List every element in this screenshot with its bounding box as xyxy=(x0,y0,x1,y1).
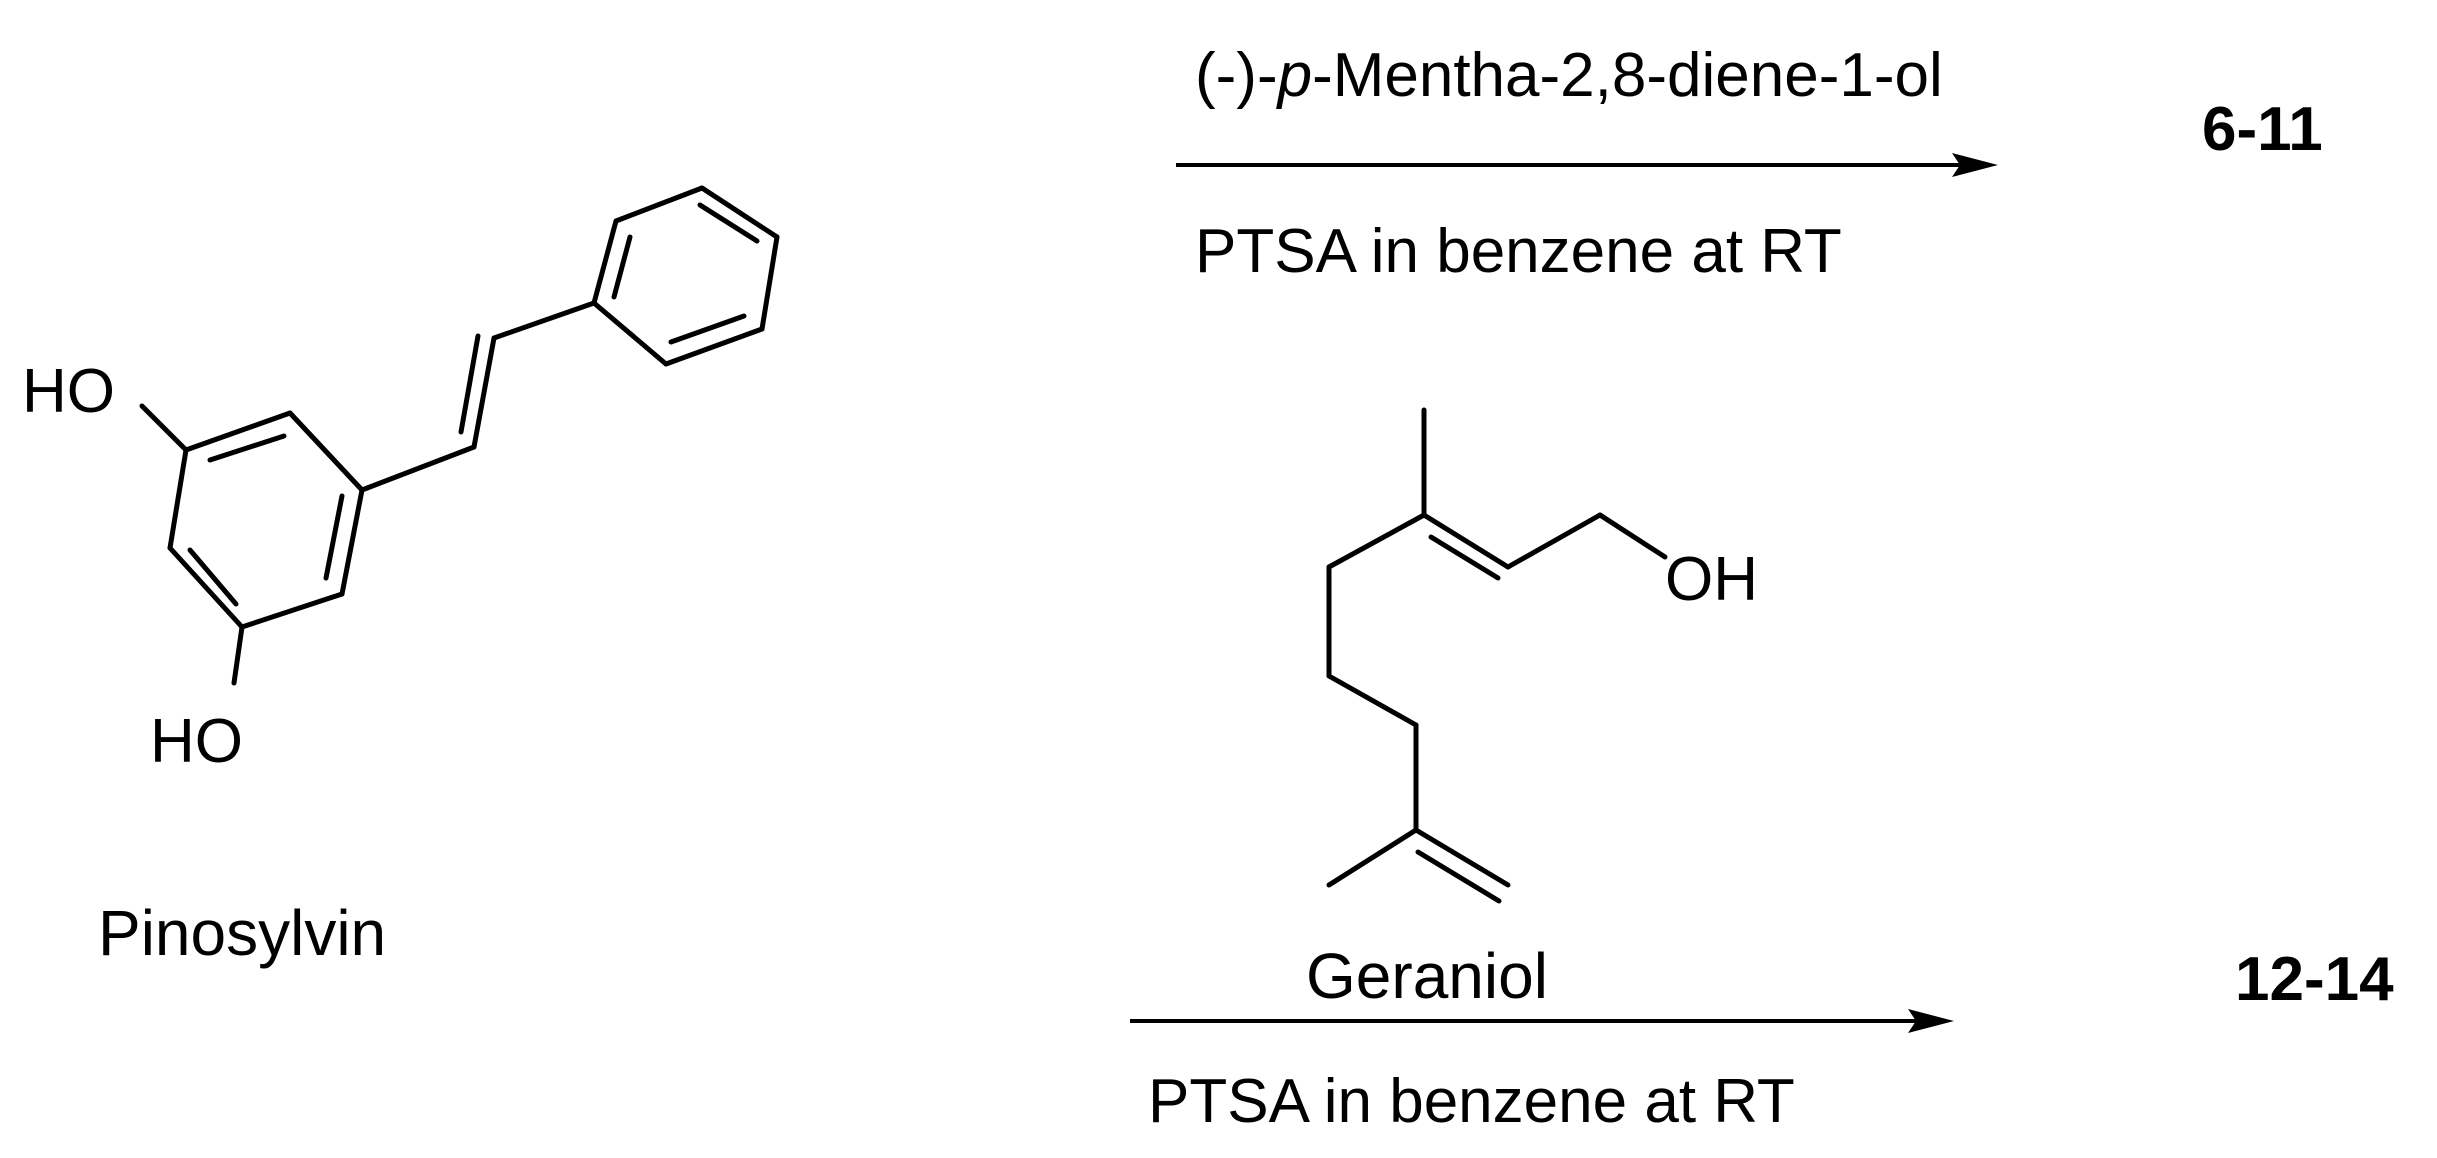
bond xyxy=(1505,512,1603,570)
double-bond-inner xyxy=(1415,849,1502,904)
reaction2-product: 12-14 xyxy=(2235,945,2394,1014)
reaction1-conditions: PTSA in benzene at RT xyxy=(1195,217,1842,286)
bond xyxy=(167,447,189,551)
reaction2-conditions: PTSA in benzene at RT xyxy=(1148,1067,1795,1136)
bond xyxy=(1326,512,1427,570)
double-bond-inner xyxy=(668,313,747,345)
pinosylvin-structure: HO HO xyxy=(22,185,780,776)
bond xyxy=(167,545,245,630)
bond xyxy=(591,300,669,367)
bond xyxy=(183,410,293,453)
bond xyxy=(239,591,345,630)
hydroxyl-label-top: HO xyxy=(22,357,115,426)
double-bond-inner xyxy=(1428,534,1501,581)
bond xyxy=(491,300,597,341)
bond xyxy=(591,218,619,306)
reaction1-product: 6-11 xyxy=(2202,95,2323,164)
bond xyxy=(339,487,365,597)
bond xyxy=(471,335,497,450)
pinosylvin-name: Pinosylvin xyxy=(98,897,386,969)
bond xyxy=(759,234,780,332)
bond xyxy=(1326,673,1419,728)
bond xyxy=(1413,827,1511,888)
reaction1-reagent: (-)-p-Mentha-2,8-diene-1-ol xyxy=(1195,41,1943,110)
double-bond-inner xyxy=(207,433,287,463)
reaction1-arrow xyxy=(1176,153,1998,177)
bond xyxy=(1326,827,1419,888)
bond xyxy=(613,185,705,224)
double-bond-inner xyxy=(697,202,760,244)
double-bond-inner xyxy=(323,493,345,581)
double-bond-inner xyxy=(187,547,239,607)
bond xyxy=(699,185,780,240)
geraniol-structure: OH xyxy=(1326,407,1758,904)
bond xyxy=(287,410,365,493)
reaction2-arrow xyxy=(1130,1009,1954,1033)
bond-oh-top xyxy=(139,403,189,453)
hydroxyl-label-bottom: HO xyxy=(150,707,243,776)
double-bond-inner xyxy=(458,333,481,435)
bond xyxy=(359,444,477,493)
geraniol-hydroxyl-label: OH xyxy=(1665,545,1758,614)
bond-oh-bottom xyxy=(231,624,245,686)
bond xyxy=(1597,512,1668,560)
bond xyxy=(1421,512,1511,570)
double-bond-inner xyxy=(611,234,633,300)
geraniol-name: Geraniol xyxy=(1306,940,1548,1012)
bond xyxy=(663,326,765,367)
